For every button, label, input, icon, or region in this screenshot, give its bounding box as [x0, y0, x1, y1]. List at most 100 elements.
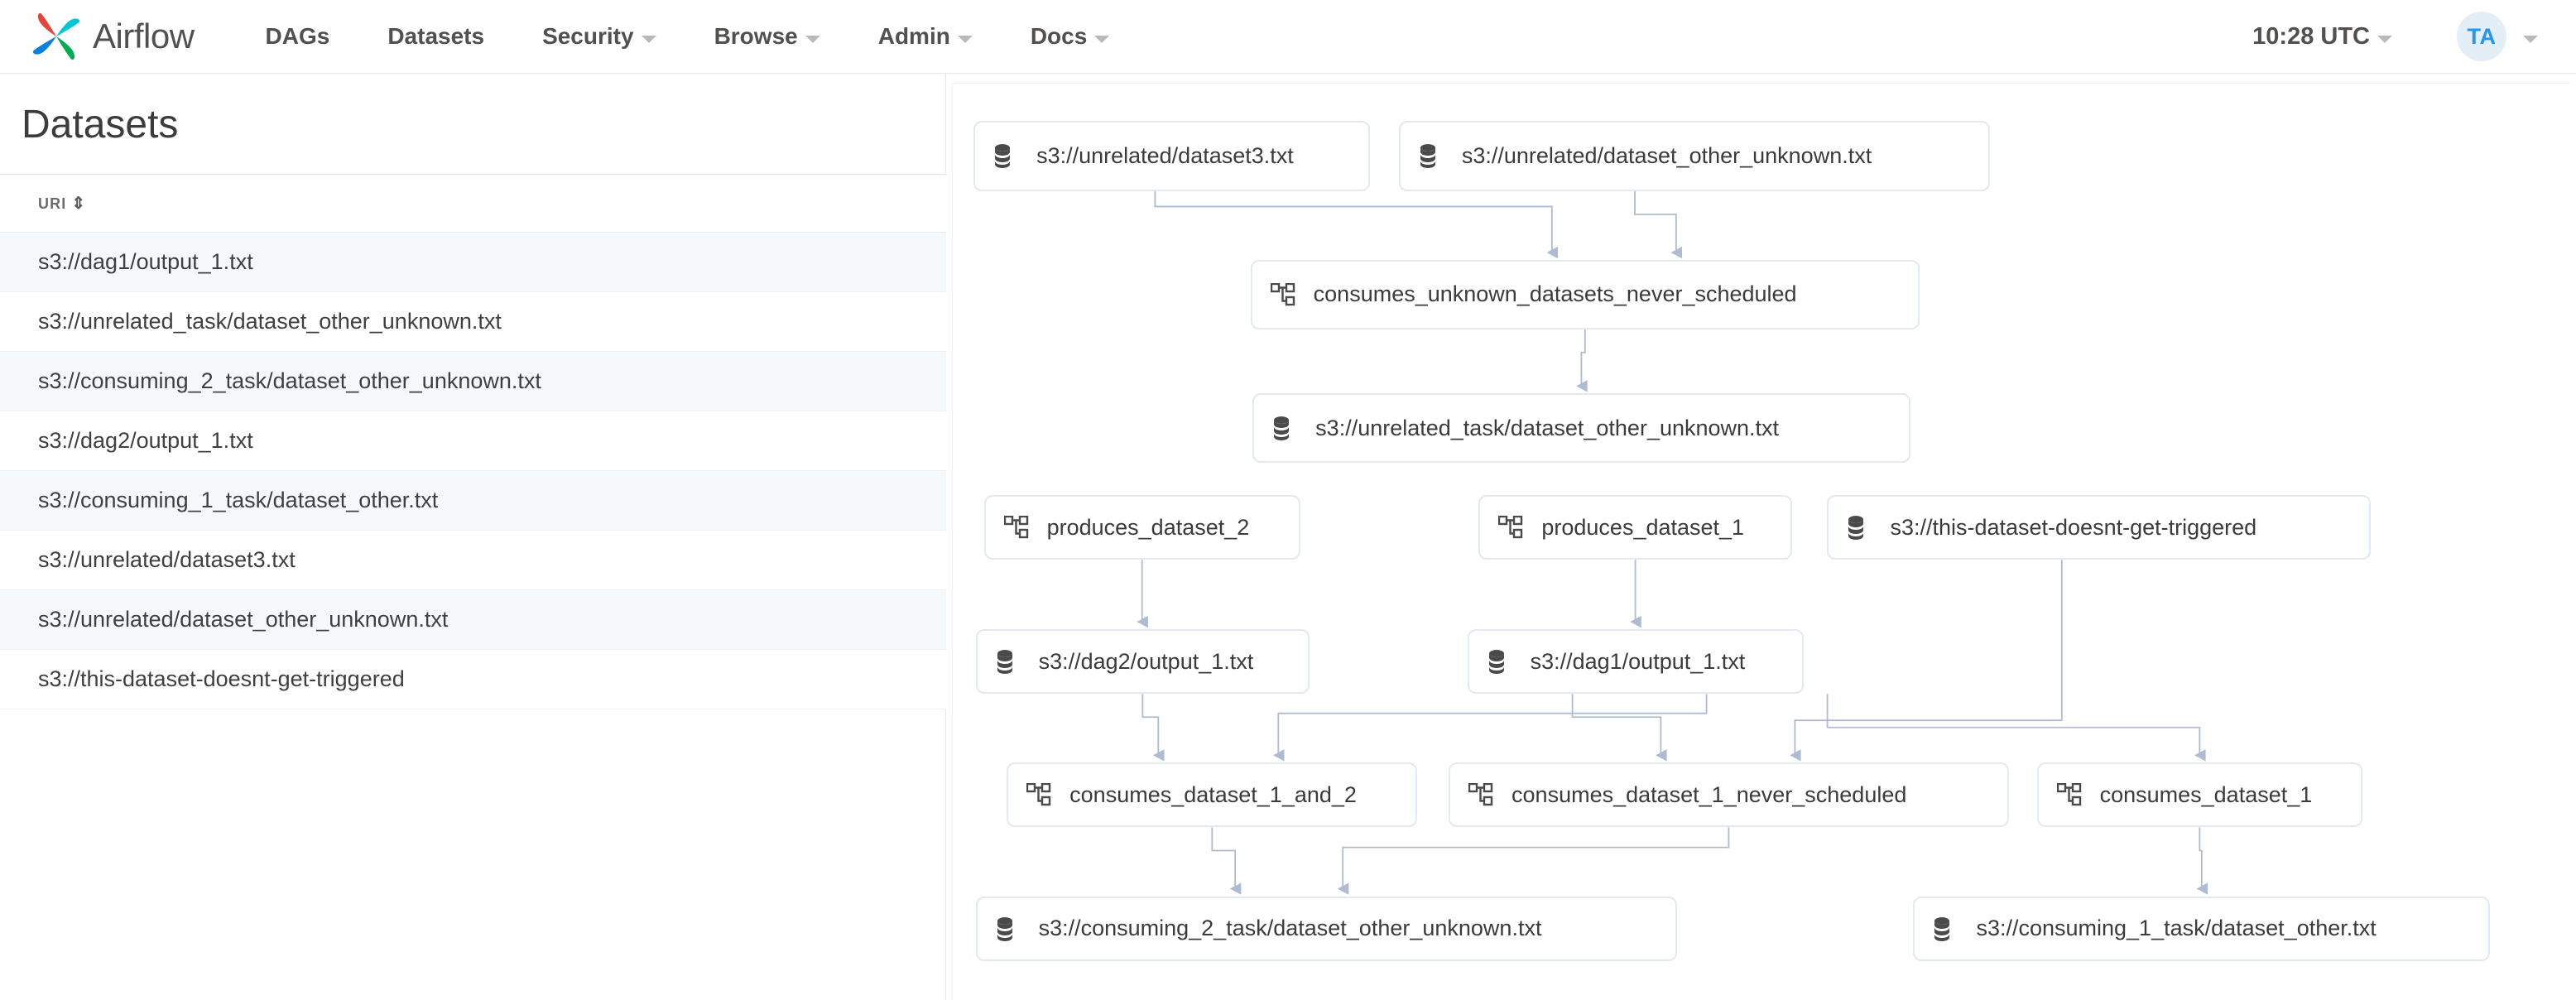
table-row[interactable]: s3://consuming_2_task/dataset_other_unkn… [0, 351, 946, 411]
database-stack-icon [1486, 649, 1507, 675]
nav-item-datasets[interactable]: Datasets [387, 23, 484, 50]
nav-item-label: Security [542, 23, 634, 49]
dataset-node-ds_unrelated_other[interactable]: s3://unrelated/dataset_other_unknown.txt [1398, 120, 1991, 191]
node-label: s3://dag1/output_1.txt [1530, 648, 1746, 674]
node-label: s3://consuming_2_task/dataset_other_unkn… [1038, 916, 1542, 941]
graph-edge [2196, 827, 2208, 895]
nav-item-dags[interactable]: DAGs [266, 23, 330, 50]
nav-item-security[interactable]: Security [542, 23, 656, 50]
chevron-down-icon [2523, 35, 2538, 43]
dataset-node-ds_not_triggered[interactable]: s3://this-dataset-doesnt-get-triggered [1827, 495, 2372, 560]
chevron-down-icon [805, 35, 820, 43]
nav-item-label: Admin [877, 23, 950, 49]
nav-item-admin[interactable]: Admin [878, 23, 973, 50]
chevron-down-icon [2377, 35, 2392, 43]
graph-edge [1141, 694, 1165, 762]
table-row[interactable]: s3://this-dataset-doesnt-get-triggered [0, 649, 946, 709]
chevron-down-icon [957, 35, 973, 43]
dataset-node-ds_unrelated3[interactable]: s3://unrelated/dataset3.txt [973, 120, 1370, 191]
dataset-node-ds_cons2_task[interactable]: s3://consuming_2_task/dataset_other_unkn… [975, 896, 1677, 961]
table-row[interactable]: s3://dag2/output_1.txt [0, 411, 946, 471]
dataset-uri-cell[interactable]: s3://unrelated/dataset3.txt [0, 530, 946, 590]
table-row[interactable]: s3://unrelated/dataset3.txt [0, 530, 946, 590]
node-label: consumes_unknown_datasets_never_schedule… [1313, 281, 1797, 307]
database-stack-icon [992, 143, 1013, 169]
database-stack-icon [1845, 515, 1867, 541]
dag-node-dag_prod1[interactable]: produces_dataset_1 [1478, 495, 1792, 560]
dag-node-dag_cons_1_never[interactable]: consumes_dataset_1_never_scheduled [1449, 762, 2009, 828]
column-header-uri[interactable]: URI⇕ [0, 174, 946, 233]
database-stack-icon [1271, 416, 1292, 441]
node-label: s3://dag2/output_1.txt [1038, 648, 1254, 674]
database-stack-icon [994, 916, 1016, 941]
dataset-node-ds_dag1_out[interactable]: s3://dag1/output_1.txt [1467, 629, 1804, 695]
database-stack-icon [994, 649, 1016, 675]
node-label: s3://unrelated_task/dataset_other_unknow… [1315, 415, 1780, 440]
dataset-uri-cell[interactable]: s3://unrelated_task/dataset_other_unknow… [0, 291, 946, 352]
graph-edge [1273, 694, 1708, 762]
dataset-uri-cell[interactable]: s3://unrelated/dataset_other_unknown.txt [0, 589, 946, 650]
table-row[interactable]: s3://unrelated_task/dataset_other_unknow… [0, 291, 946, 352]
node-label: s3://consuming_1_task/dataset_other.txt [1976, 916, 2377, 941]
nav-item-browse[interactable]: Browse [714, 23, 820, 50]
dag-tree-icon [2056, 783, 2082, 806]
graph-canvas[interactable]: s3://unrelated/dataset3.txt s3://unrelate… [952, 83, 2570, 1000]
node-label: produces_dataset_2 [1046, 514, 1250, 540]
sort-updown-icon[interactable]: ⇕ [71, 195, 87, 213]
column-header-label: URI [38, 195, 67, 212]
nav-item-label: Browse [714, 23, 798, 49]
graph-edge [1790, 560, 2063, 762]
table-row[interactable]: s3://unrelated/dataset_other_unknown.txt [0, 589, 946, 650]
node-label: s3://this-dataset-doesnt-get-triggered [1890, 514, 2257, 540]
node-label: s3://unrelated/dataset3.txt [1036, 142, 1294, 168]
nav-item-label: DAGs [265, 23, 330, 49]
dag-tree-icon [1468, 783, 1493, 806]
table-head: URI⇕ [0, 174, 946, 233]
graph-edge [1337, 827, 1730, 895]
dataset-uri-cell[interactable]: s3://dag1/output_1.txt [0, 232, 946, 292]
database-stack-icon [1417, 143, 1439, 169]
graph-edge [1211, 827, 1242, 895]
graph-edge [1826, 694, 2206, 762]
dataset-uri-cell[interactable]: s3://dag2/output_1.txt [0, 411, 946, 471]
graph-edge [1576, 329, 1588, 392]
graph-edge [1571, 694, 1667, 762]
dag-tree-icon [1270, 282, 1295, 306]
dag-tree-icon [1498, 516, 1523, 539]
node-label: consumes_dataset_1_and_2 [1069, 781, 1357, 807]
graph-edge [1634, 190, 1683, 259]
dag-node-dag_prod2[interactable]: produces_dataset_2 [983, 495, 1300, 560]
chevron-down-icon [1094, 35, 1110, 43]
timezone-selector[interactable]: 10:28 UTC [2252, 23, 2392, 50]
brand-name: Airflow [93, 17, 195, 55]
node-label: consumes_dataset_1_never_scheduled [1511, 781, 1907, 807]
node-label: consumes_dataset_1 [2099, 781, 2313, 807]
database-stack-icon [1931, 916, 1953, 941]
graph-edges [1137, 190, 2208, 895]
user-menu[interactable]: TA [2457, 12, 2538, 61]
dataset-node-ds_dag2_out[interactable]: s3://dag2/output_1.txt [975, 629, 1310, 695]
dataset-uri-cell[interactable]: s3://consuming_2_task/dataset_other_unkn… [0, 351, 946, 411]
table-row[interactable]: s3://dag1/output_1.txt [0, 232, 946, 292]
dataset-graph-panel[interactable]: s3://unrelated/dataset3.txt s3://unrelate… [947, 74, 2576, 1000]
dataset-uri-cell[interactable]: s3://consuming_1_task/dataset_other.txt [0, 470, 946, 531]
nav-item-docs[interactable]: Docs [1030, 23, 1110, 50]
table-header-row: URI⇕ [0, 174, 946, 233]
dag-tree-icon [1003, 516, 1029, 539]
table-row[interactable]: s3://consuming_1_task/dataset_other.txt [0, 470, 946, 531]
navbar-right: 10:28 UTC TA [2252, 12, 2538, 61]
avatar: TA [2457, 12, 2506, 61]
dag-node-dag_unknown_never[interactable]: consumes_unknown_datasets_never_schedule… [1250, 260, 1920, 329]
dag-node-dag_cons_1_and_2[interactable]: consumes_dataset_1_and_2 [1007, 762, 1418, 828]
top-navbar: Airflow DAGs Datasets Security Browse Ad… [0, 0, 2576, 74]
dataset-node-ds_unrelated_task[interactable]: s3://unrelated_task/dataset_other_unknow… [1252, 393, 1910, 464]
node-label: s3://unrelated/dataset_other_unknown.txt [1461, 142, 1872, 168]
nav-item-label: Docs [1030, 23, 1088, 49]
dag-node-dag_cons_1[interactable]: consumes_dataset_1 [2036, 762, 2363, 828]
brand-home-link[interactable]: Airflow [31, 12, 195, 60]
dataset-uri-cell[interactable]: s3://this-dataset-doesnt-get-triggered [0, 649, 946, 709]
dataset-node-ds_cons1_task[interactable]: s3://consuming_1_task/dataset_other.txt [1913, 896, 2491, 961]
